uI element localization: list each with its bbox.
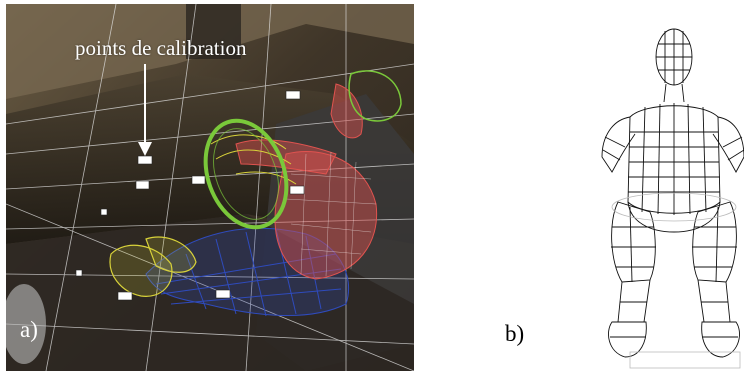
mannequin-torso-mesh: [235, 83, 378, 280]
mannequin-legs-mesh: [145, 227, 350, 317]
wireframe-mannequin: [601, 28, 744, 369]
panel-b-wireframe: [590, 22, 744, 372]
steering-wheel-mesh: [203, 118, 289, 230]
calibration-arrow-icon: [138, 64, 152, 156]
mannequin-head-mesh: [348, 70, 402, 122]
calibration-grid: [6, 4, 414, 371]
calibration-marker-icon: [75, 90, 305, 301]
panel-b-label: b): [505, 321, 525, 346]
mannequin-feet-mesh: [109, 236, 197, 297]
annotation-label: points de calibration: [75, 36, 247, 60]
car-interior-scene: [6, 4, 414, 371]
panel-a-photo: [6, 4, 414, 371]
panel-a-label: a): [20, 317, 38, 342]
